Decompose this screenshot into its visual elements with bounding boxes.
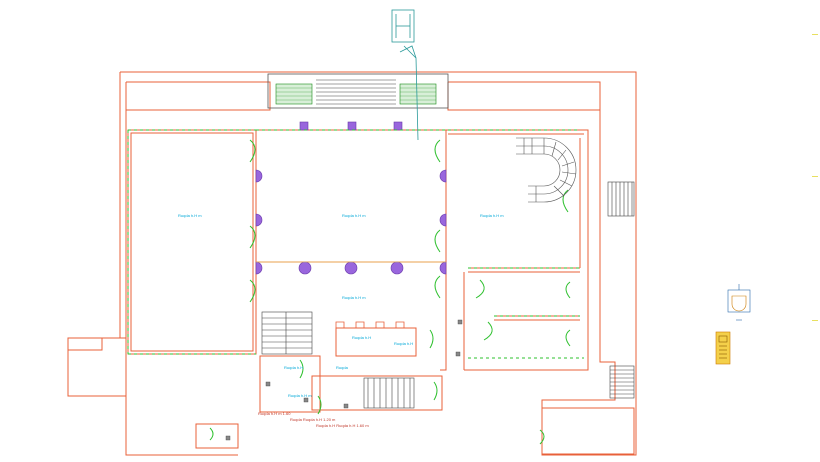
room-label-small-b: Ruqda h.H (394, 341, 414, 346)
room-label-lower-hall: Ruqda h.H m (342, 295, 366, 300)
edge-tick (812, 320, 818, 321)
edge-tick (812, 176, 818, 177)
room-label-west-hall: Ruqda h.H m (178, 213, 202, 218)
east-stair (607, 181, 635, 399)
south-stair (363, 377, 415, 409)
edge-tick (812, 34, 818, 35)
room-label-lobby: Ruqda h.H m (288, 393, 312, 398)
annotation-note-2: Ruqda Ruqda h.H 1.20 m (290, 417, 336, 422)
lobby-partition (335, 321, 416, 329)
inner-walls (127, 129, 589, 449)
room-label-small-d: Ruqda (336, 365, 348, 370)
room-label-east-hall: Ruqda h.H m (480, 213, 504, 218)
annotation-note-1: Ruqda h.H m 1.60 (258, 411, 291, 416)
entrance-portico (267, 73, 449, 109)
north-arrow-icon (391, 9, 419, 141)
outer-walls (67, 71, 637, 456)
annotation-note-3: Ruqda h.H Ruqda h.H 1.60 m (316, 423, 369, 428)
west-stair (261, 311, 313, 355)
room-label-central-hall: Ruqda h.H m (342, 213, 366, 218)
legend-panel-icon (715, 331, 731, 365)
room-label-small-a: Ruqda h.H (352, 335, 372, 340)
columns (255, 121, 447, 275)
doors (127, 129, 584, 359)
spiral-stair (516, 137, 577, 203)
room-label-small-c: Ruqda h.H (284, 365, 304, 370)
legend-symbol-icon (727, 284, 751, 321)
fixtures (225, 319, 463, 441)
door-swings (209, 139, 571, 445)
